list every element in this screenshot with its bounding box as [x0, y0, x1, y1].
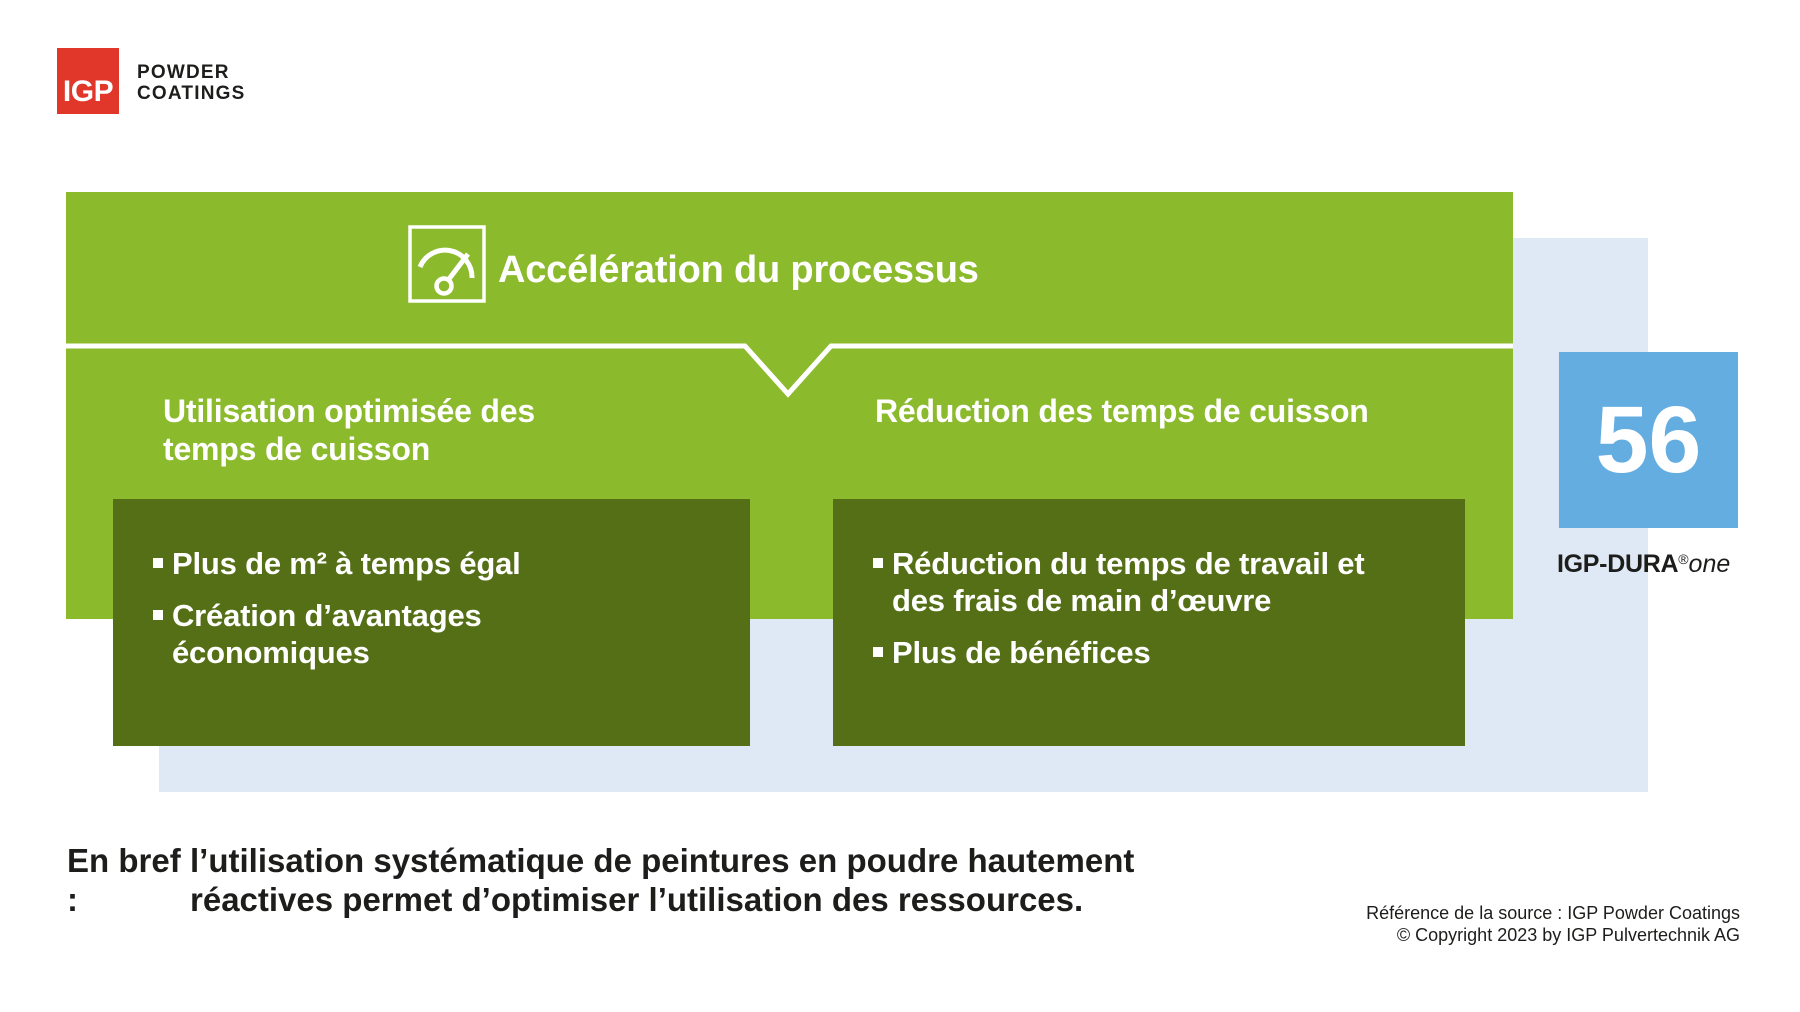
- bullet-text: Plus de bénéfices: [892, 634, 1151, 671]
- registered-mark-icon: ®: [1678, 551, 1689, 567]
- summary-line: l’utilisation systématique de peintures …: [190, 842, 1135, 879]
- summary-label: En bref :: [67, 842, 181, 918]
- logo-wordmark: POWDER COATINGS: [137, 62, 245, 104]
- column-heading-left-line1: Utilisation optimisée des: [163, 393, 535, 429]
- igp-logo-text: IGP: [62, 75, 114, 108]
- igp-logo: IGP: [57, 48, 119, 114]
- divider-notch: [66, 343, 1513, 398]
- source-reference: Référence de la source : IGP Powder Coat…: [1366, 902, 1740, 946]
- bullet-text: Réduction du temps de travail et des fra…: [892, 545, 1365, 619]
- bullet-line: Plus de m² à temps égal: [172, 546, 521, 581]
- banner-title: Accélération du processus: [498, 249, 979, 291]
- product-name-bold: IGP-DURA: [1557, 550, 1679, 578]
- logo-wordmark-line2: COATINGS: [137, 83, 246, 104]
- square-bullet-icon: [873, 558, 883, 568]
- bullet-text: Création d’avantages économiques: [172, 597, 482, 671]
- bullet-line: Création d’avantages: [172, 598, 482, 633]
- product-number-tile: 56: [1559, 352, 1738, 528]
- bullet-line: Plus de bénéfices: [892, 635, 1151, 670]
- logo-wordmark-line1: POWDER: [137, 62, 230, 83]
- copyright-line: © Copyright 2023 by IGP Pulvertechnik AG: [1396, 925, 1740, 945]
- summary-block: En bref : l’utilisation systématique de …: [67, 841, 1134, 919]
- product-name-variant: one: [1688, 550, 1731, 578]
- list-item: Réduction du temps de travail et des fra…: [873, 545, 1437, 619]
- benefits-box-left: Plus de m² à temps égal Création d’avant…: [113, 499, 750, 746]
- square-bullet-icon: [873, 647, 883, 657]
- list-item: Création d’avantages économiques: [153, 597, 722, 671]
- bullet-text: Plus de m² à temps égal: [172, 545, 521, 582]
- list-item: Plus de m² à temps égal: [153, 545, 722, 582]
- list-item: Plus de bénéfices: [873, 634, 1437, 671]
- bullet-line: économiques: [172, 635, 370, 670]
- product-number: 56: [1595, 386, 1702, 493]
- column-heading-right: Réduction des temps de cuisson: [875, 392, 1369, 430]
- product-name: IGP-DURA®one: [1557, 544, 1730, 579]
- source-line: Référence de la source : IGP Powder Coat…: [1366, 903, 1740, 923]
- column-heading-left: Utilisation optimisée des temps de cuiss…: [163, 392, 535, 468]
- column-heading-left-line2: temps de cuisson: [163, 431, 431, 467]
- column-heading-right-line1: Réduction des temps de cuisson: [875, 393, 1369, 429]
- bullet-line: des frais de main d’œuvre: [892, 583, 1272, 618]
- benefits-box-right: Réduction du temps de travail et des fra…: [833, 499, 1465, 746]
- square-bullet-icon: [153, 610, 163, 620]
- summary-line: réactives permet d’optimiser l’utilisati…: [190, 881, 1084, 918]
- summary-text: l’utilisation systématique de peintures …: [190, 841, 1134, 919]
- gauge-icon: [408, 225, 486, 303]
- bullet-line: Réduction du temps de travail et: [892, 546, 1365, 581]
- square-bullet-icon: [153, 558, 163, 568]
